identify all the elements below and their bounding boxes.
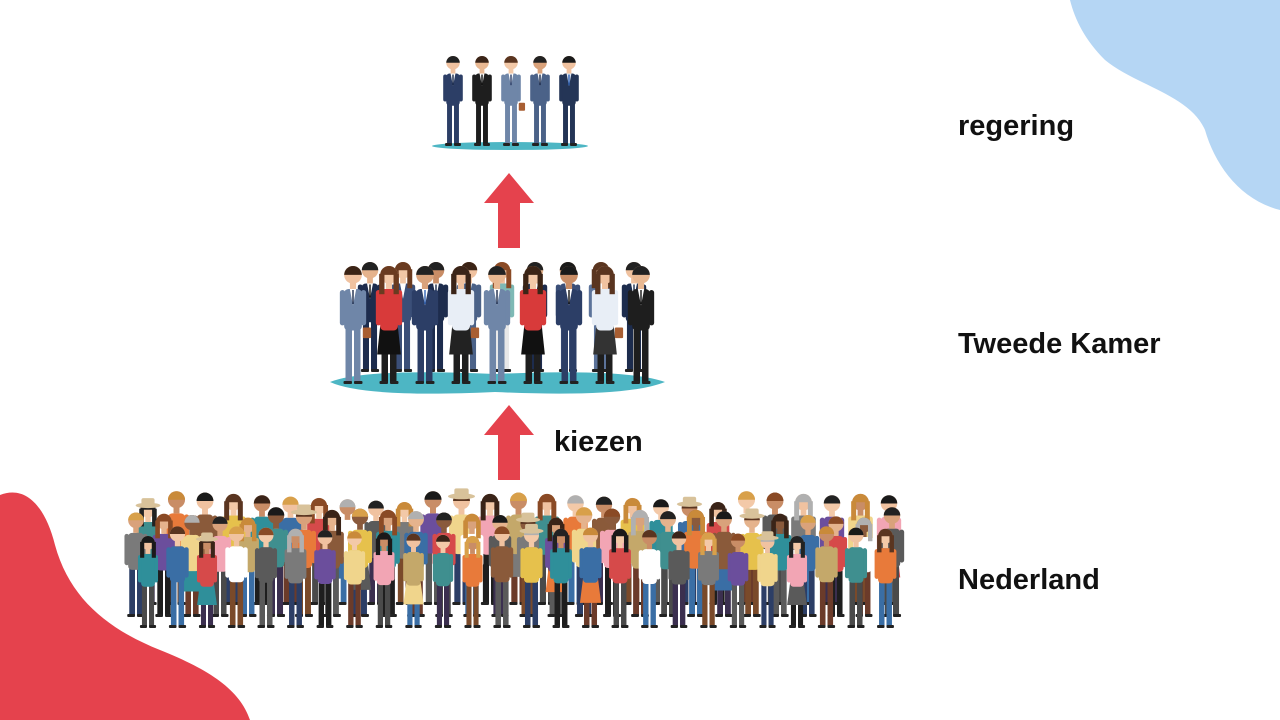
person-figure: [519, 523, 544, 628]
person-figure: [462, 536, 483, 628]
person-figure: [375, 266, 403, 384]
person-figure: [638, 530, 661, 628]
person-figure: [314, 530, 336, 628]
person-figure: [137, 536, 159, 628]
person-figure: [874, 528, 897, 628]
person-figure: [609, 528, 631, 628]
level-label-bottom: Nederland: [958, 564, 1100, 596]
person-figure: [343, 531, 366, 628]
person-figure: [530, 56, 550, 146]
person-figure: [225, 526, 248, 628]
person-figure: [490, 526, 514, 628]
person-figure: [411, 266, 439, 384]
person-figure: [591, 266, 624, 384]
person-figure: [403, 533, 424, 628]
person-figure: [339, 266, 372, 384]
person-figure: [501, 56, 526, 146]
person-figure: [432, 534, 454, 628]
level-label-middle: Tweede Kamer: [958, 328, 1161, 360]
person-figure: [844, 527, 868, 628]
citizens-crowd-illustration: [124, 488, 905, 628]
person-figure: [698, 532, 719, 628]
person-figure: [559, 56, 579, 146]
arrow-label: kiezen: [554, 426, 643, 458]
person-figure: [195, 532, 219, 628]
person-figure: [519, 266, 547, 384]
person-figure: [550, 528, 572, 628]
parliament-group-illustration: [330, 262, 665, 394]
platform-base: [330, 372, 665, 394]
arrow-up-icon: [484, 405, 534, 480]
person-figure: [727, 533, 749, 628]
person-figure: [815, 526, 838, 628]
person-figure: [166, 526, 189, 628]
government-group-illustration: [432, 56, 588, 150]
person-figure: [668, 531, 690, 628]
red-corner-blob: [0, 492, 250, 720]
person-figure: [756, 531, 779, 628]
person-figure: [627, 266, 655, 384]
platform-base: [432, 142, 588, 150]
arrow-up-icon: [484, 173, 534, 248]
person-figure: [579, 527, 602, 628]
person-figure: [284, 528, 307, 628]
person-figure: [443, 56, 463, 146]
person-figure: [472, 56, 492, 146]
level-label-top: regering: [958, 110, 1075, 142]
person-figure: [555, 266, 583, 384]
person-figure: [483, 266, 511, 384]
person-figure: [254, 527, 278, 628]
person-figure: [786, 536, 808, 628]
person-figure: [447, 266, 480, 384]
blue-corner-blob: [1070, 0, 1280, 210]
person-figure: [373, 532, 395, 628]
